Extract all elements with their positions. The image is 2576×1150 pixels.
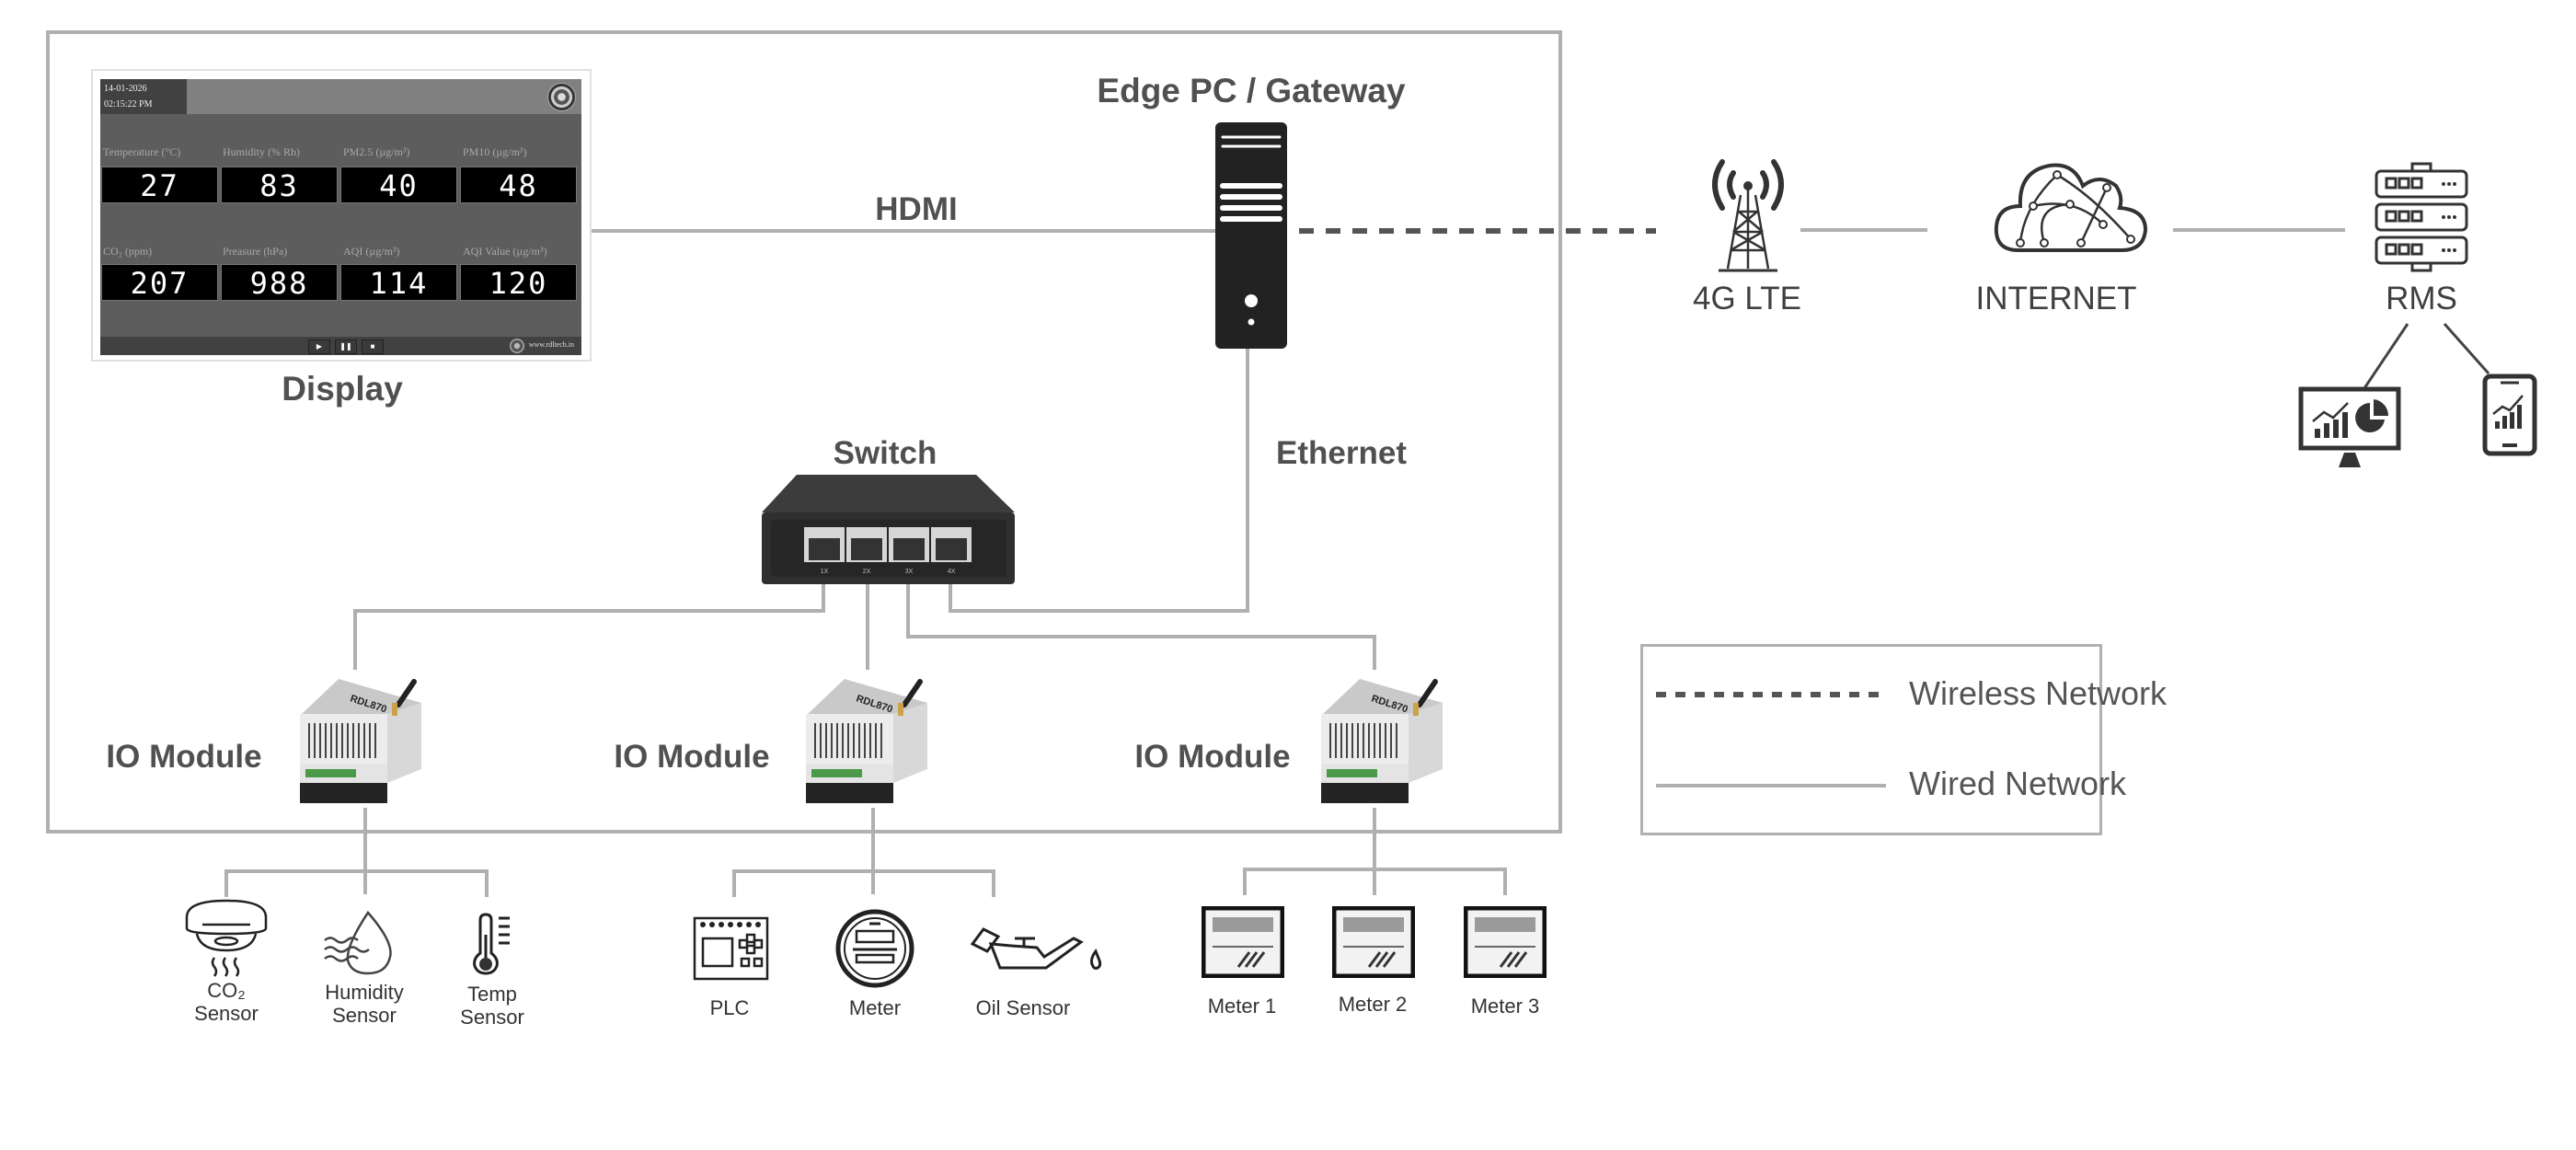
switch-label: Switch (833, 435, 937, 471)
port-label: 2X (863, 569, 871, 575)
io-module-label: IO Module (1134, 739, 1291, 775)
edge-system-boundary (46, 30, 1562, 834)
reading-label: PM10 (µg/m³) (463, 145, 527, 158)
reading-label: CO₂ (ppm) (103, 245, 153, 258)
port-label: 1X (821, 569, 829, 575)
io-module-device-icon: RDL870 (806, 679, 927, 803)
rms-label: RMS (2386, 281, 2457, 316)
rms-server-icon (2375, 162, 2468, 272)
meter-label: Meter (848, 996, 902, 1019)
wire-switch-io3 (906, 584, 1376, 670)
meter-3-label: Meter 3 (1470, 995, 1540, 1018)
display-footer: ▶ ❚❚ ■ www.rdltech.in (100, 337, 581, 355)
reading-value: 27 (101, 167, 218, 203)
gateway-label: Edge PC / Gateway (1097, 72, 1406, 109)
lte-label: 4G LTE (1692, 281, 1802, 316)
display-label: Display (282, 370, 403, 408)
energy-meter-icon (1332, 906, 1415, 978)
play-button[interactable]: ▶ (308, 339, 330, 354)
rdl-logo-icon (547, 83, 576, 111)
display-datetime: 14-01-2026 02:15:22 PM (100, 79, 187, 114)
legend-wired-label: Wired Network (1909, 765, 2127, 802)
wire-io1-branch (224, 869, 489, 897)
plc-icon (693, 916, 769, 981)
reading-value: 40 (340, 167, 457, 203)
rdl-footer-logo-icon (510, 339, 524, 353)
gateway-pc-icon (1215, 122, 1287, 349)
reading-value: 114 (340, 264, 457, 301)
reading-value: 48 (460, 167, 577, 203)
legend-box: Wireless Network Wired Network (1640, 644, 2167, 835)
oil-can-icon (971, 927, 1102, 970)
legend-wireless-label: Wireless Network (1909, 674, 2168, 712)
humidity-drop-icon (324, 911, 392, 975)
reading-label: AQI Value (µg/m³) (463, 245, 547, 258)
oil-sensor-label: Oil Sensor (975, 996, 1071, 1019)
io-module-device-icon: RDL870 (300, 679, 421, 803)
display-time: 02:15:22 PM (104, 99, 153, 109)
io-module-label: IO Module (106, 739, 262, 775)
port-label: 4X (948, 569, 956, 575)
reading-label: AQI (µg/m³) (343, 245, 400, 258)
ethernet-label: Ethernet (1276, 435, 1407, 471)
display-screen: 14-01-2026 02:15:22 PM Temperature (°C) … (100, 79, 581, 355)
desktop-dashboard-icon (2298, 386, 2401, 467)
legend-wired-swatch (1656, 784, 1886, 788)
reading-label: Humidity (% Rh) (223, 145, 300, 158)
meter-icon (835, 909, 914, 988)
internet-cloud-icon (1994, 163, 2148, 252)
network-switch-icon: 1X 2X 3X 4X (762, 475, 1015, 584)
plc-label: PLC (709, 996, 750, 1019)
wire-io2-branch (732, 869, 995, 897)
smoke-detector-icon (185, 899, 268, 977)
legend-wireless-swatch (1656, 692, 1886, 697)
meter-1-label: Meter 1 (1207, 995, 1277, 1018)
internet-label: INTERNET (1975, 281, 2137, 316)
mobile-dashboard-icon (2482, 374, 2537, 456)
wire-rms-desktop (2363, 323, 2409, 389)
reading-label: Preasure (hPa) (223, 245, 288, 258)
display-header: 14-01-2026 02:15:22 PM (100, 79, 581, 114)
io-module-label: IO Module (614, 739, 770, 775)
reading-value: 207 (101, 264, 218, 301)
reading-value: 120 (460, 264, 577, 301)
reading-value: 988 (221, 264, 338, 301)
ethernet-wire (949, 349, 1249, 613)
reading-value: 83 (221, 167, 338, 203)
reading-label: PM2.5 (µg/m³) (343, 145, 410, 158)
pause-button[interactable]: ❚❚ (335, 339, 357, 354)
meter-2-label: Meter 2 (1338, 993, 1408, 1016)
reading-label: Temperature (°C) (103, 145, 181, 158)
thermometer-icon (473, 913, 510, 975)
stop-button[interactable]: ■ (362, 339, 384, 354)
energy-meter-icon (1202, 906, 1284, 978)
wire-switch-io1 (353, 584, 825, 670)
port-label: 3X (905, 569, 914, 575)
cell-tower-icon (1712, 159, 1784, 272)
io-module-device-icon: RDL870 (1321, 679, 1443, 803)
hdmi-label: HDMI (875, 191, 958, 227)
wire-rms-mobile (2443, 323, 2490, 374)
energy-meter-icon (1464, 906, 1547, 978)
website-link[interactable]: www.rdltech.in (528, 340, 574, 349)
display-date: 14-01-2026 (104, 84, 147, 94)
